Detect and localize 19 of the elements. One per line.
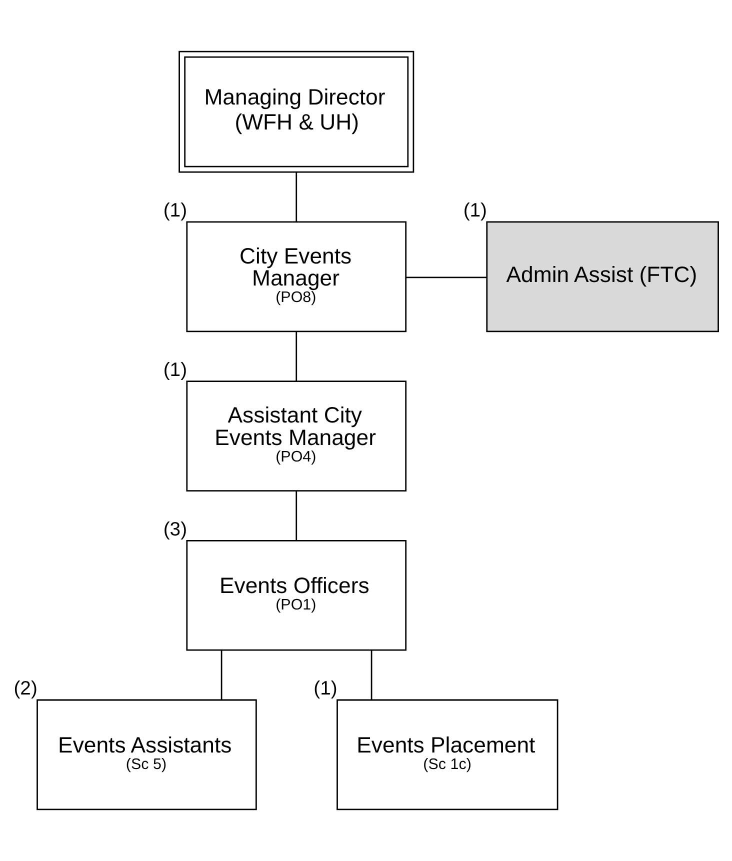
node-box: City Events Manager (PO8) <box>186 221 407 332</box>
connector <box>370 650 372 700</box>
node-box: Events Assistants (Sc 5) <box>36 699 257 810</box>
node-box: Events Officers (PO1) <box>186 540 407 651</box>
connector <box>220 650 222 700</box>
node-box: Admin Assist (FTC) <box>486 221 719 332</box>
node-box: Managing Director (WFH & UH) <box>178 50 414 173</box>
connector <box>296 490 298 540</box>
node-label: (1) <box>163 200 188 222</box>
node-box: Events Placement (Sc 1c) <box>336 699 558 810</box>
connector <box>296 172 298 222</box>
node-label: (1) <box>314 678 338 700</box>
node-label: (2) <box>14 678 38 700</box>
node-label: (3) <box>163 518 188 540</box>
node-label: (1) <box>463 200 488 222</box>
connector <box>296 332 298 382</box>
connector <box>406 276 486 278</box>
node-box: Assistant City Events Manager (PO4) <box>186 380 407 492</box>
node-label: (1) <box>163 359 188 382</box>
